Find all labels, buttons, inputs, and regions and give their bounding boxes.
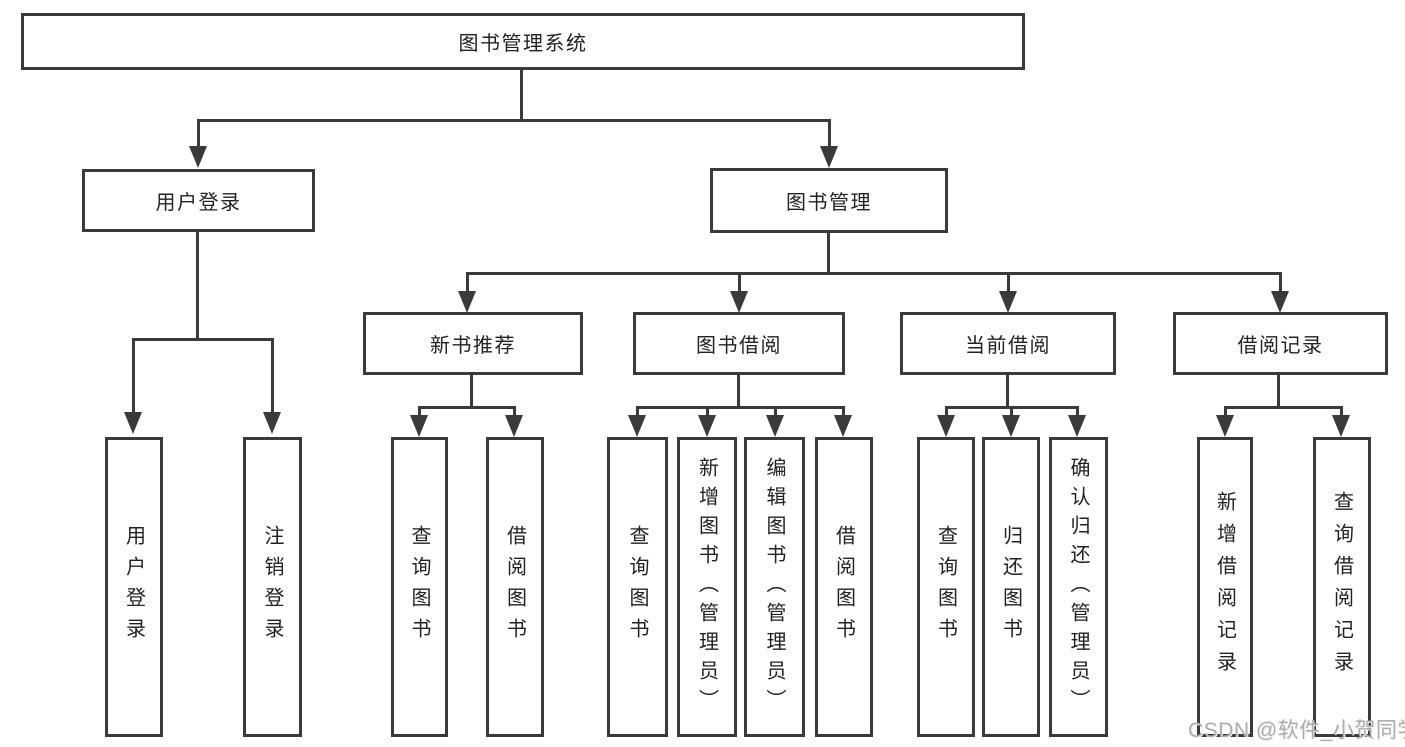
leaf-add-borrow-record-label: 新增借阅记录 [1213, 491, 1236, 683]
arrow-head [820, 146, 838, 168]
node-book-management-branch-label: 图书管理 [786, 192, 872, 214]
connector-line [196, 232, 199, 338]
connector-line [418, 406, 516, 409]
arrow-head [189, 146, 207, 168]
connector-line [513, 406, 516, 418]
arrow-head [937, 415, 955, 437]
connector-line [197, 119, 831, 122]
node-new-book-recommend: 新书推荐 [363, 312, 583, 375]
connector-line [828, 119, 831, 147]
connector-line [1007, 272, 1010, 294]
connector-line [738, 272, 741, 294]
arrow-head [698, 415, 716, 437]
leaf-user-login-label: 用户登录 [122, 525, 145, 649]
leaf-logout-label: 注销登录 [261, 525, 283, 649]
arrow-head [834, 415, 852, 437]
leaf-confirm-return-admin-label: 确认归还（管理员） [1067, 456, 1089, 718]
connector-line [466, 272, 1282, 275]
arrow-head [458, 291, 476, 313]
connector-line [418, 406, 421, 418]
leaf-query-books-b-label: 查询图书 [626, 525, 648, 649]
connector-line [706, 406, 709, 418]
connector-line [520, 70, 523, 119]
leaf-borrow-books-b: 借阅图书 [815, 437, 873, 737]
leaf-query-books-a-label: 查询图书 [408, 525, 430, 649]
leaf-add-books-admin-label: 新增图书（管理员） [695, 456, 718, 718]
leaf-add-books-admin: 新增图书（管理员） [677, 437, 737, 737]
leaf-user-login: 用户登录 [105, 437, 163, 737]
connector-line [271, 338, 274, 414]
connector-line [1006, 375, 1009, 406]
connector-line [132, 338, 135, 414]
node-book-borrow: 图书借阅 [633, 312, 845, 375]
leaf-borrow-books-a-label: 借阅图书 [503, 525, 526, 649]
leaf-query-borrow-record-label: 查询借阅记录 [1330, 491, 1353, 683]
arrow-head [1068, 415, 1086, 437]
connector-line [945, 406, 948, 418]
leaf-query-books-c: 查询图书 [917, 437, 975, 737]
connector-line [1340, 406, 1343, 418]
node-borrow-record: 借阅记录 [1173, 312, 1388, 375]
node-current-borrow: 当前借阅 [900, 312, 1116, 375]
connector-line [636, 406, 845, 409]
connector-line [1224, 406, 1227, 418]
arrow-head [628, 415, 646, 437]
arrow-head [766, 415, 784, 437]
connector-line [774, 406, 777, 418]
leaf-logout: 注销登录 [243, 437, 302, 737]
connector-line [466, 272, 469, 294]
leaf-return-books-label: 归还图书 [999, 525, 1022, 649]
connector-line [470, 375, 473, 406]
arrow-head [263, 412, 281, 434]
arrow-head [730, 291, 748, 313]
leaf-edit-books-admin: 编辑图书（管理员） [744, 437, 805, 737]
node-current-borrow-label: 当前借阅 [965, 335, 1051, 357]
arrow-head [124, 412, 142, 434]
leaf-borrow-books-b-label: 借阅图书 [832, 525, 855, 649]
leaf-query-books-b: 查询图书 [607, 437, 668, 737]
connector-line [636, 406, 639, 418]
arrow-head [999, 291, 1017, 313]
node-user-login-branch-label: 用户登录 [155, 192, 242, 214]
connector-line [1224, 406, 1343, 409]
connector-line [133, 338, 273, 341]
leaf-add-borrow-record: 新增借阅记录 [1197, 437, 1253, 737]
node-borrow-record-label: 借阅记录 [1237, 335, 1324, 357]
arrow-head [1216, 415, 1234, 437]
leaf-confirm-return-admin: 确认归还（管理员） [1049, 437, 1108, 737]
node-user-login-branch: 用户登录 [82, 169, 315, 232]
leaf-query-books-c-label: 查询图书 [934, 525, 957, 649]
connector-line [1076, 406, 1079, 418]
connector-line [197, 119, 200, 147]
connector-line [737, 375, 740, 406]
connector-line [1277, 375, 1280, 406]
arrow-head [1002, 415, 1020, 437]
node-book-borrow-label: 图书借阅 [696, 335, 782, 357]
node-new-book-recommend-label: 新书推荐 [430, 335, 516, 357]
leaf-borrow-books-a: 借阅图书 [486, 437, 544, 737]
node-book-management-branch: 图书管理 [710, 168, 948, 233]
node-root-label: 图书管理系统 [458, 33, 588, 55]
leaf-return-books: 归还图书 [982, 437, 1040, 737]
connector-line [1010, 406, 1013, 418]
leaf-query-books-a: 查询图书 [391, 437, 448, 737]
connector-line [1279, 272, 1282, 294]
connector-line [842, 406, 845, 418]
arrow-head [505, 415, 523, 437]
csdn-watermark: CSDN @软件_小贺同学 [1188, 719, 1405, 742]
arrow-head [410, 415, 428, 437]
node-root-system: 图书管理系统 [21, 13, 1025, 70]
arrow-head [1332, 415, 1350, 437]
leaf-query-borrow-record: 查询借阅记录 [1313, 437, 1371, 737]
leaf-edit-books-admin-label: 编辑图书（管理员） [763, 456, 785, 718]
arrow-head [1271, 291, 1289, 313]
connector-line [827, 233, 830, 272]
